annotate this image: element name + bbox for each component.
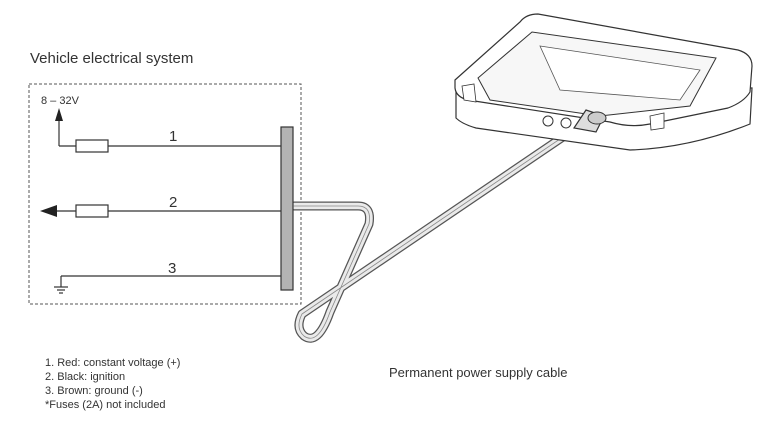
wire-number-3: 3 [168,260,176,277]
diagram-title: Vehicle electrical system [30,50,193,67]
legend-item: *Fuses (2A) not included [45,399,166,411]
ground-icon [54,276,68,294]
tracking-device [454,13,753,151]
wire-3: 3 [54,260,281,294]
cable-caption: Permanent power supply cable [389,365,568,380]
power-supply-cable [289,119,587,343]
wire-1: 1 [55,108,281,153]
wire-number-1: 1 [169,128,177,145]
fuse-icon [75,139,109,153]
arrow-up-icon [55,108,63,121]
wire-number-2: 2 [169,194,177,211]
legend-item: 1. Red: constant voltage (+) [45,357,181,369]
wire-legend: 1. Red: constant voltage (+) 2. Black: i… [45,356,180,412]
fuse-icon [75,204,109,218]
vehicle-system-boundary [28,83,302,305]
arrow-left-icon [40,205,57,217]
supply-voltage-label: 8 – 32V [41,95,80,107]
legend-item: 3. Brown: ground (-) [45,385,143,397]
connector-bar [280,126,294,291]
wire-2: 2 [40,194,281,218]
legend-item: 2. Black: ignition [45,371,126,383]
